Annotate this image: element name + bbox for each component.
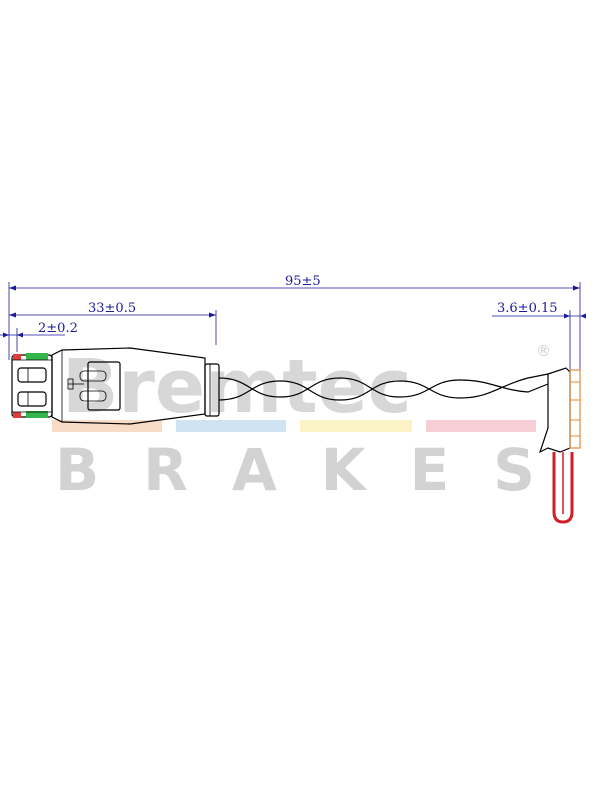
terminal-cavity-top <box>17 367 47 383</box>
watermark-stripe-4 <box>426 420 536 432</box>
seal-red-top <box>13 354 21 360</box>
front-arrow-left <box>3 332 9 338</box>
watermark-stripe-2 <box>176 420 286 432</box>
sensor-arrow-left <box>564 313 570 319</box>
wear-probe-loop <box>552 452 574 524</box>
sensor-clip <box>569 369 581 449</box>
seal-green-top <box>26 353 48 360</box>
connector-arrow-right <box>209 312 216 318</box>
sensor-dimension-label: 3.6±0.15 <box>497 301 558 316</box>
connector-housing <box>11 347 220 425</box>
latch-tab-end <box>67 378 74 390</box>
watermark-stripe-3 <box>300 420 412 432</box>
connector-dimension-label: 33±0.5 <box>88 301 136 316</box>
sensor-head <box>538 367 581 524</box>
grommet-flange <box>204 363 220 417</box>
overall-arrow-left <box>9 285 16 291</box>
sensor-body-outline <box>538 367 571 454</box>
connector-arrow-left <box>9 312 16 318</box>
watermark: Bremtec ® BRAKES <box>52 342 551 504</box>
pin-top <box>79 370 107 382</box>
twisted-cable <box>218 373 549 401</box>
pin-bottom <box>79 390 107 402</box>
watermark-brand: Bremtec <box>62 344 412 430</box>
seal-red-bottom <box>13 412 21 418</box>
overall-arrow-right <box>573 285 580 291</box>
watermark-registered-mark: ® <box>536 342 551 360</box>
terminal-cavity-bottom <box>17 391 47 407</box>
wire-b <box>218 373 549 401</box>
latch-window <box>87 361 121 411</box>
watermark-sub: BRAKES <box>55 436 535 504</box>
dimensions: 95±5 33±0.5 2±0.2 3.6±0.15 <box>0 274 586 372</box>
plug-face <box>11 354 53 418</box>
front-arrow-right <box>17 332 23 338</box>
front-dimension-label: 2±0.2 <box>38 321 78 336</box>
sensor-arrow-right <box>580 313 586 319</box>
seal-green-bottom <box>26 411 48 418</box>
overall-dimension-label: 95±5 <box>285 274 321 289</box>
